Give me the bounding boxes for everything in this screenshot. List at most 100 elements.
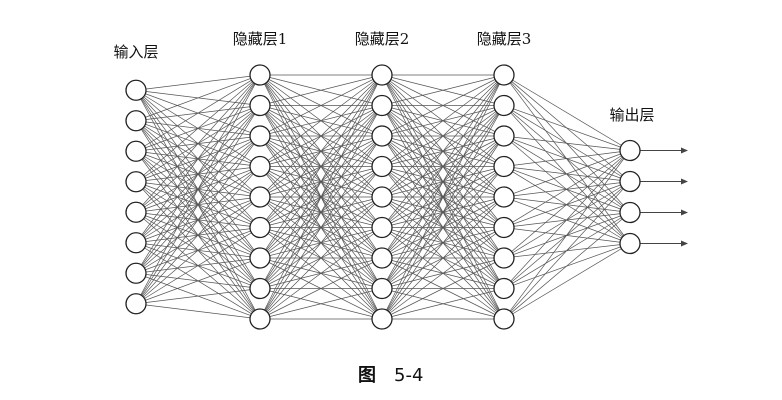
edge-hidden-2-9-to-hidden-3-7 — [381, 257, 505, 320]
edge-hidden-2-9-to-hidden-3-5 — [381, 196, 505, 320]
connection-edges — [135, 74, 631, 320]
hidden-3-node-2 — [493, 94, 515, 117]
hidden-2-node-6 — [371, 216, 393, 239]
hidden-2-node-5 — [371, 186, 393, 208]
edge-hidden-1-3-to-hidden-2-1 — [259, 74, 383, 137]
edge-hidden-2-9-to-hidden-3-8 — [381, 288, 505, 320]
edge-hidden-1-5-to-hidden-2-1 — [259, 74, 383, 198]
hidden-2-node-2 — [371, 94, 393, 117]
edge-input-8-to-hidden-1-6 — [135, 227, 261, 305]
edge-hidden-3-9-to-output-2 — [503, 181, 631, 320]
edge-hidden-2-7-to-hidden-3-1 — [381, 74, 505, 259]
hidden-3-node-4 — [493, 155, 515, 178]
input-node-1 — [125, 79, 147, 101]
edge-hidden-1-9-to-hidden-2-8 — [259, 288, 383, 320]
edge-input-8-to-hidden-1-3 — [135, 135, 261, 304]
input-node-7 — [125, 262, 147, 284]
edge-input-8-to-hidden-1-5 — [135, 196, 261, 305]
output-node-2 — [619, 170, 641, 193]
edge-hidden-3-2-to-output-1 — [503, 105, 631, 151]
edge-input-8-to-hidden-1-9 — [135, 303, 261, 320]
hidden-3-node-7 — [493, 247, 515, 269]
input-node-6 — [125, 232, 147, 254]
edge-input-8-to-hidden-1-7 — [135, 257, 261, 305]
edge-input-1-to-hidden-1-1 — [135, 74, 261, 91]
edge-hidden-2-4-to-hidden-3-1 — [381, 74, 505, 167]
edge-hidden-3-6-to-output-1 — [503, 150, 631, 228]
output-node-1 — [619, 139, 641, 162]
edge-hidden-1-9-to-hidden-2-6 — [259, 227, 383, 320]
edge-hidden-1-7-to-hidden-2-1 — [259, 74, 383, 259]
hidden-1-node-5 — [249, 186, 271, 208]
edge-hidden-2-2-to-hidden-3-1 — [381, 74, 505, 106]
hidden-2-node-1 — [371, 64, 393, 86]
edge-hidden-2-8-to-hidden-3-1 — [381, 74, 505, 289]
hidden-3-node-8 — [493, 277, 515, 300]
layer-label-output: 输出层 — [609, 106, 654, 124]
hidden-2-node-3 — [371, 125, 393, 147]
input-node-3 — [125, 140, 147, 162]
output-node-3 — [619, 201, 641, 224]
hidden-3-node-6 — [493, 216, 515, 239]
edge-hidden-1-8-to-hidden-2-1 — [259, 74, 383, 289]
output-arrows — [640, 147, 688, 247]
edge-hidden-1-9-to-hidden-2-4 — [259, 166, 383, 320]
layer-label-hidden-2: 隐藏层2 — [355, 30, 410, 48]
edge-hidden-3-9-to-output-3 — [503, 212, 631, 320]
edge-hidden-1-9-to-hidden-2-7 — [259, 257, 383, 320]
edge-input-8-to-hidden-1-4 — [135, 166, 261, 304]
edge-hidden-1-2-to-hidden-2-1 — [259, 74, 383, 106]
layer-label-hidden-1: 隐藏层1 — [233, 30, 288, 48]
hidden-1-node-3 — [249, 125, 271, 147]
edge-hidden-2-9-to-hidden-3-6 — [381, 227, 505, 320]
edge-hidden-2-9-to-hidden-3-4 — [381, 166, 505, 320]
edge-hidden-1-9-to-hidden-2-5 — [259, 196, 383, 320]
hidden-1-node-8 — [249, 277, 271, 300]
layer-label-input: 输入层 — [113, 43, 158, 61]
edge-input-5-to-hidden-1-1 — [135, 74, 261, 213]
edge-hidden-3-5-to-output-1 — [503, 150, 631, 198]
input-node-2 — [125, 110, 147, 132]
edge-input-8-to-hidden-1-8 — [135, 288, 261, 305]
neuron-nodes — [125, 64, 641, 330]
hidden-2-node-7 — [371, 247, 393, 269]
edge-hidden-3-4-to-output-1 — [503, 150, 631, 167]
edge-hidden-2-6-to-hidden-3-1 — [381, 74, 505, 228]
edge-hidden-3-1-to-output-1 — [503, 74, 631, 151]
hidden-1-node-7 — [249, 247, 271, 269]
hidden-1-node-2 — [249, 94, 271, 117]
edge-hidden-1-6-to-hidden-2-1 — [259, 74, 383, 228]
edge-hidden-3-7-to-output-1 — [503, 150, 631, 259]
hidden-2-node-4 — [371, 155, 393, 178]
figure-caption-number: 5-4 — [394, 365, 423, 386]
hidden-3-node-5 — [493, 186, 515, 208]
input-node-8 — [125, 293, 147, 315]
hidden-2-node-8 — [371, 277, 393, 300]
hidden-1-node-6 — [249, 216, 271, 239]
hidden-2-node-9 — [371, 308, 393, 330]
edge-hidden-3-3-to-output-1 — [503, 135, 631, 151]
edge-hidden-3-8-to-output-1 — [503, 150, 631, 289]
edge-hidden-2-9-to-hidden-3-2 — [381, 105, 505, 320]
edge-hidden-1-9-to-hidden-2-2 — [259, 105, 383, 320]
hidden-1-node-1 — [249, 64, 271, 86]
edge-hidden-2-9-to-hidden-3-3 — [381, 135, 505, 320]
edge-hidden-3-9-to-output-4 — [503, 243, 631, 320]
edge-input-4-to-hidden-1-1 — [135, 74, 261, 183]
edge-hidden-1-9-to-hidden-2-3 — [259, 135, 383, 320]
edge-hidden-2-3-to-hidden-3-1 — [381, 74, 505, 137]
edge-input-3-to-hidden-1-1 — [135, 74, 261, 152]
edge-input-2-to-hidden-1-1 — [135, 74, 261, 122]
edge-hidden-3-9-to-output-1 — [503, 150, 631, 320]
edge-hidden-2-5-to-hidden-3-1 — [381, 74, 505, 198]
hidden-1-node-9 — [249, 308, 271, 330]
input-node-5 — [125, 201, 147, 223]
output-node-4 — [619, 232, 641, 255]
edge-hidden-1-9-to-hidden-2-1 — [259, 74, 383, 320]
edge-input-8-to-hidden-1-2 — [135, 105, 261, 304]
input-node-4 — [125, 171, 147, 193]
hidden-3-node-9 — [493, 308, 515, 330]
layer-label-hidden-3: 隐藏层3 — [477, 30, 532, 48]
edge-input-7-to-hidden-1-1 — [135, 74, 261, 274]
